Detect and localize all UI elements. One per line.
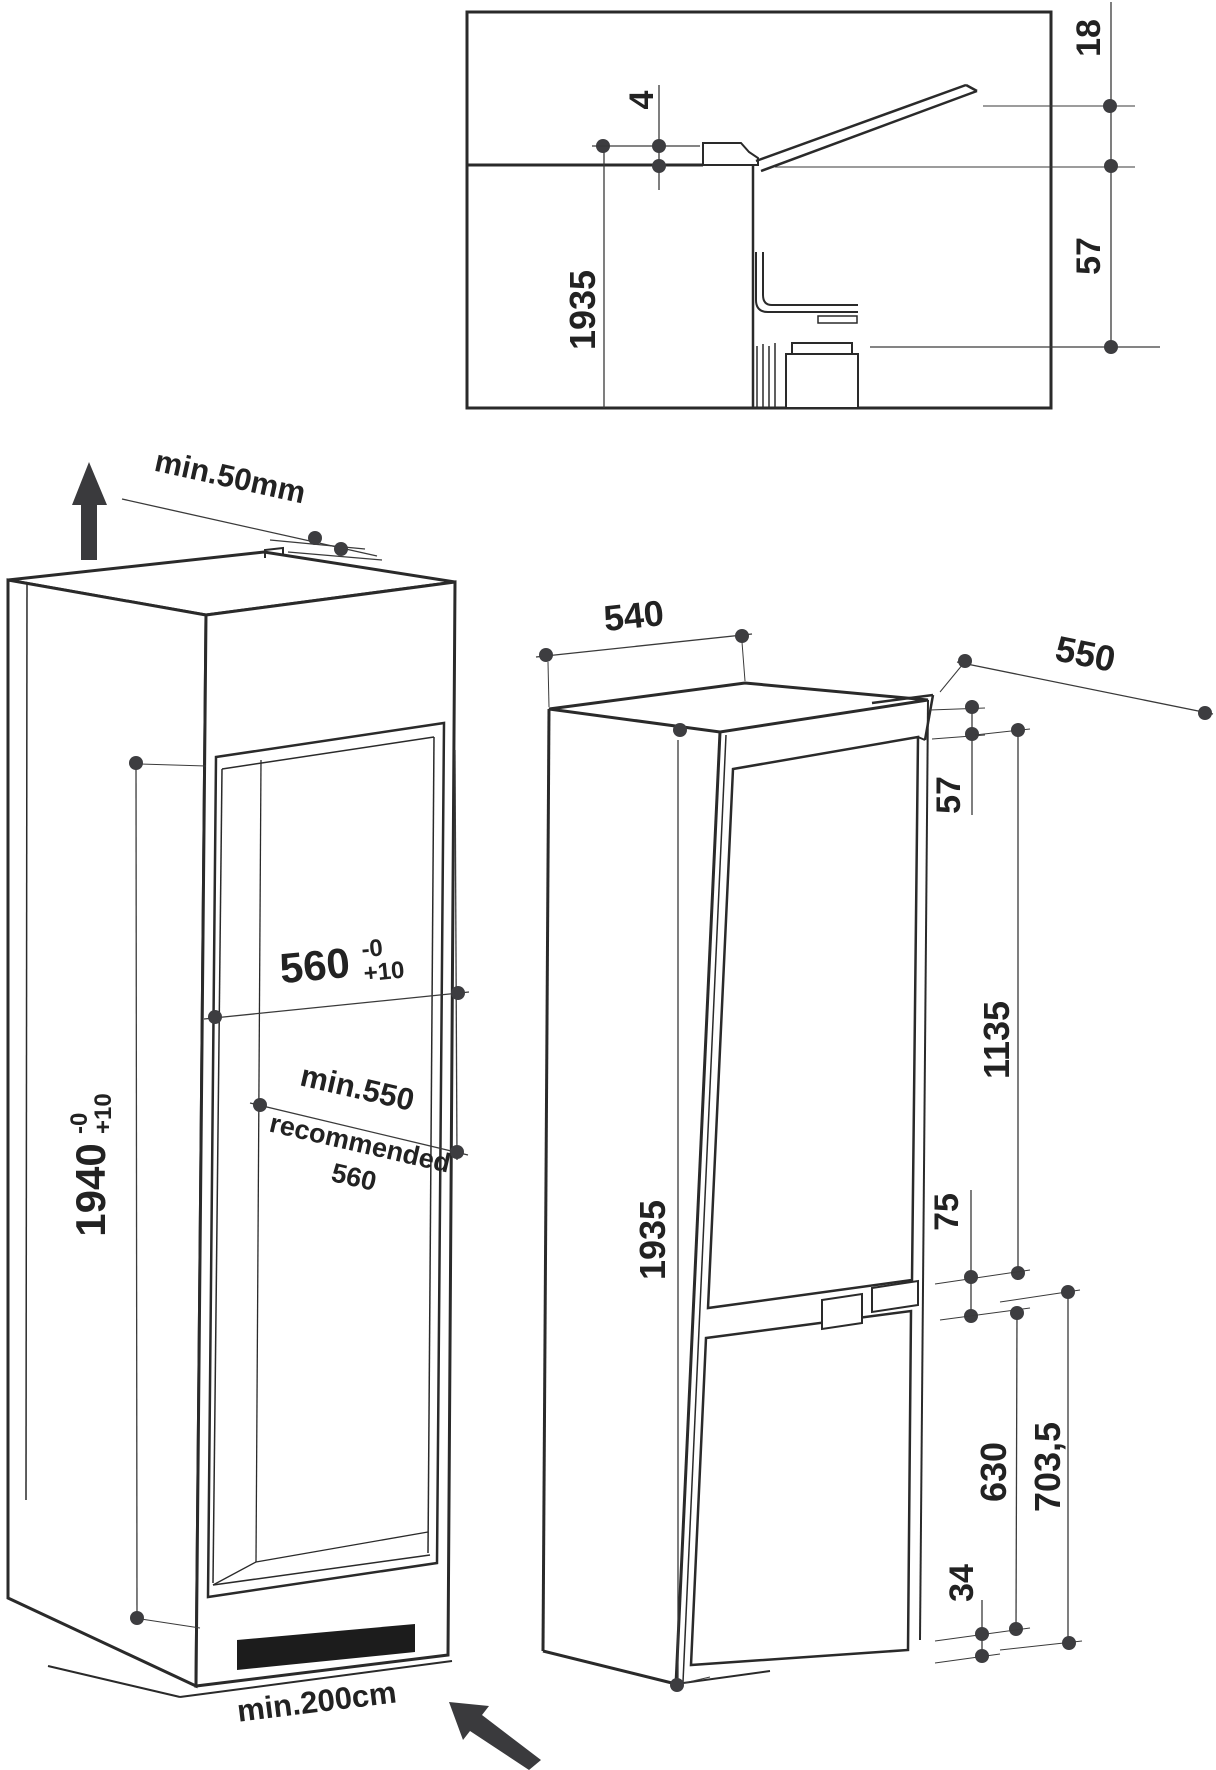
dim-niche-height: 1940 -0 +10: [66, 756, 207, 1629]
dim-tolerance-bottom: +10: [362, 957, 405, 988]
dim-label: 1935: [562, 270, 603, 350]
section-frame: [465, 10, 1053, 410]
door-hinge-block: [871, 1279, 919, 1314]
dim-panel-and-hinge: 18 57: [870, 2, 1160, 354]
appliance-top-section: [756, 342, 859, 409]
dim-tolerance-top: -0: [360, 934, 384, 963]
furniture-door-panel: [755, 83, 978, 173]
dim-label: 34: [943, 1564, 981, 1602]
fridge-top-face: [548, 681, 929, 734]
dim-bottom-offset: 34: [934, 1564, 1031, 1664]
dim-label: 57: [1070, 237, 1108, 275]
dim-label: 18: [1070, 19, 1108, 57]
dim-label: 630: [973, 1442, 1014, 1502]
hinge-slider: [702, 142, 759, 166]
dim-upper-door-height: 1135: [974, 723, 1031, 1280]
fridge-right-edge: [919, 699, 929, 1641]
cabinet-niche-view: min.50mm 560 -0 +10 min.550 recommended …: [6, 443, 541, 1770]
dim-depth-body: 540: [535, 592, 753, 708]
dim-tolerance-bottom: +10: [90, 1093, 117, 1134]
dim-section-height: 1935: [562, 139, 610, 408]
dim-lower-door-height: 630: [939, 1306, 1031, 1636]
airflow-up-arrow: [72, 462, 107, 560]
dim-top-gap: 4: [592, 85, 700, 190]
fridge-back-left-edge: [541, 708, 551, 1652]
dim-label: min.200cm: [235, 1674, 398, 1728]
dim-label: 57: [930, 776, 968, 814]
dim-label: 75: [928, 1193, 966, 1231]
dim-label: 4: [623, 90, 661, 109]
dim-tolerance-top: -0: [66, 1113, 93, 1134]
dim-label: 1135: [976, 1001, 1017, 1079]
dim-label: min.50mm: [152, 443, 309, 510]
push-in-arrow: [449, 1702, 541, 1770]
door-hinge-block: [821, 1292, 863, 1331]
dim-door-gap: 75: [928, 1190, 1031, 1323]
dim-label: 1935: [632, 1200, 673, 1280]
dim-niche-width: 560 -0 +10: [203, 749, 470, 1161]
ventilation-slot: [237, 1624, 415, 1670]
dim-total-height: 1935: [632, 723, 711, 1692]
dim-top-offset: 57: [929, 700, 986, 815]
dim-lower-section-height: 703,5: [999, 1285, 1083, 1651]
mounting-bracket: [755, 252, 858, 324]
dim-top-clearance: min.50mm: [121, 443, 383, 561]
lower-door: [689, 1309, 913, 1667]
fridge-front-left-edge: [674, 731, 722, 1685]
niche-opening: [206, 721, 446, 1599]
dim-ventilation: min.200cm: [235, 1674, 398, 1728]
dim-label: 703,5: [1027, 1422, 1068, 1512]
refrigerator-view: 540 550 57 1135: [535, 592, 1214, 1692]
dim-label: 540: [602, 592, 666, 639]
dim-label: 1940: [67, 1143, 114, 1236]
upper-door: [706, 735, 920, 1310]
top-section-view: 1935 4 18 57: [465, 2, 1160, 410]
dim-label: 550: [1052, 628, 1119, 680]
dim-depth-total: 550: [939, 628, 1214, 720]
dim-label: 560: [278, 939, 352, 993]
